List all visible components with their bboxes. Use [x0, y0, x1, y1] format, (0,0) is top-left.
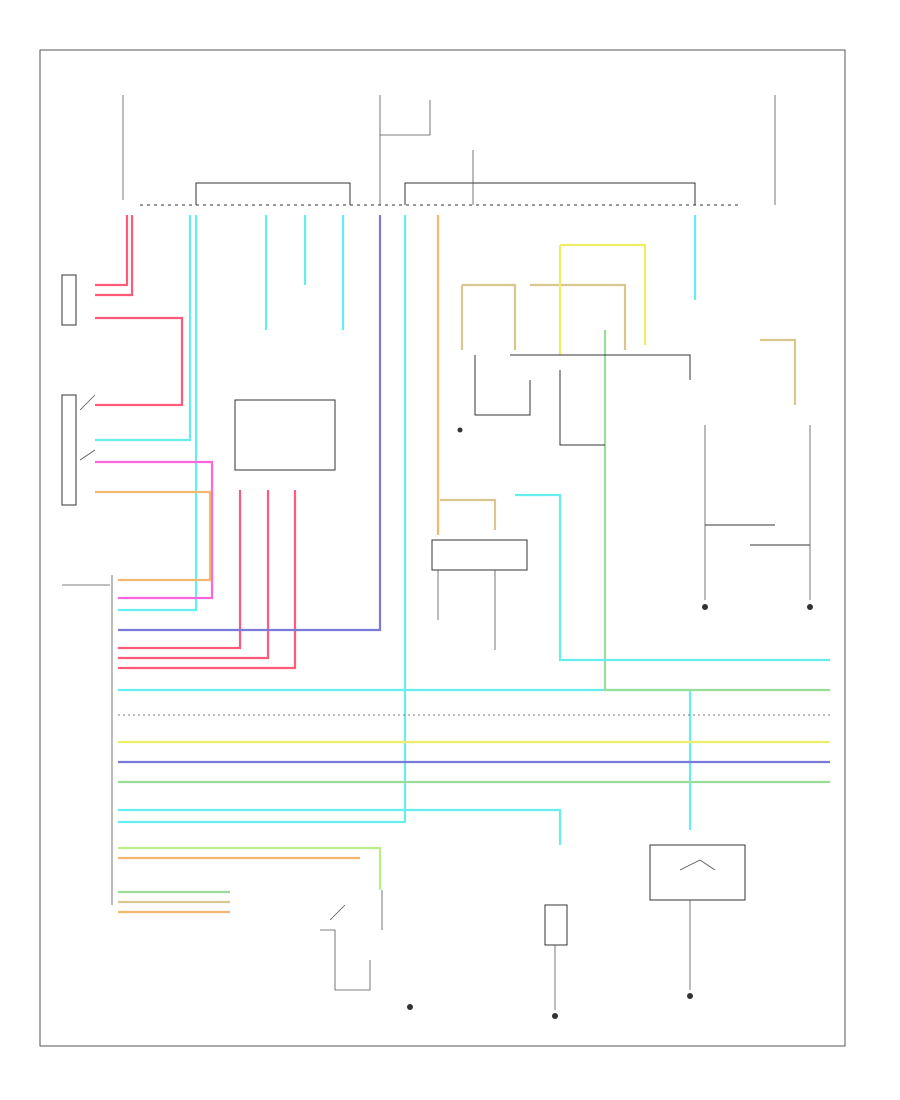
components — [79, 394, 746, 1010]
left-connector — [61, 274, 113, 905]
diagram-frame — [39, 49, 846, 1047]
ground-symbol — [807, 604, 813, 610]
grounds — [407, 427, 813, 1019]
ground-symbol — [702, 604, 708, 610]
ground-symbol — [687, 993, 693, 999]
ground-symbol — [457, 427, 463, 433]
ground-symbol — [407, 1004, 413, 1010]
right-wires — [431, 215, 830, 692]
ground-symbol — [552, 1013, 558, 1019]
top-bus — [122, 95, 776, 206]
wires — [95, 215, 830, 914]
